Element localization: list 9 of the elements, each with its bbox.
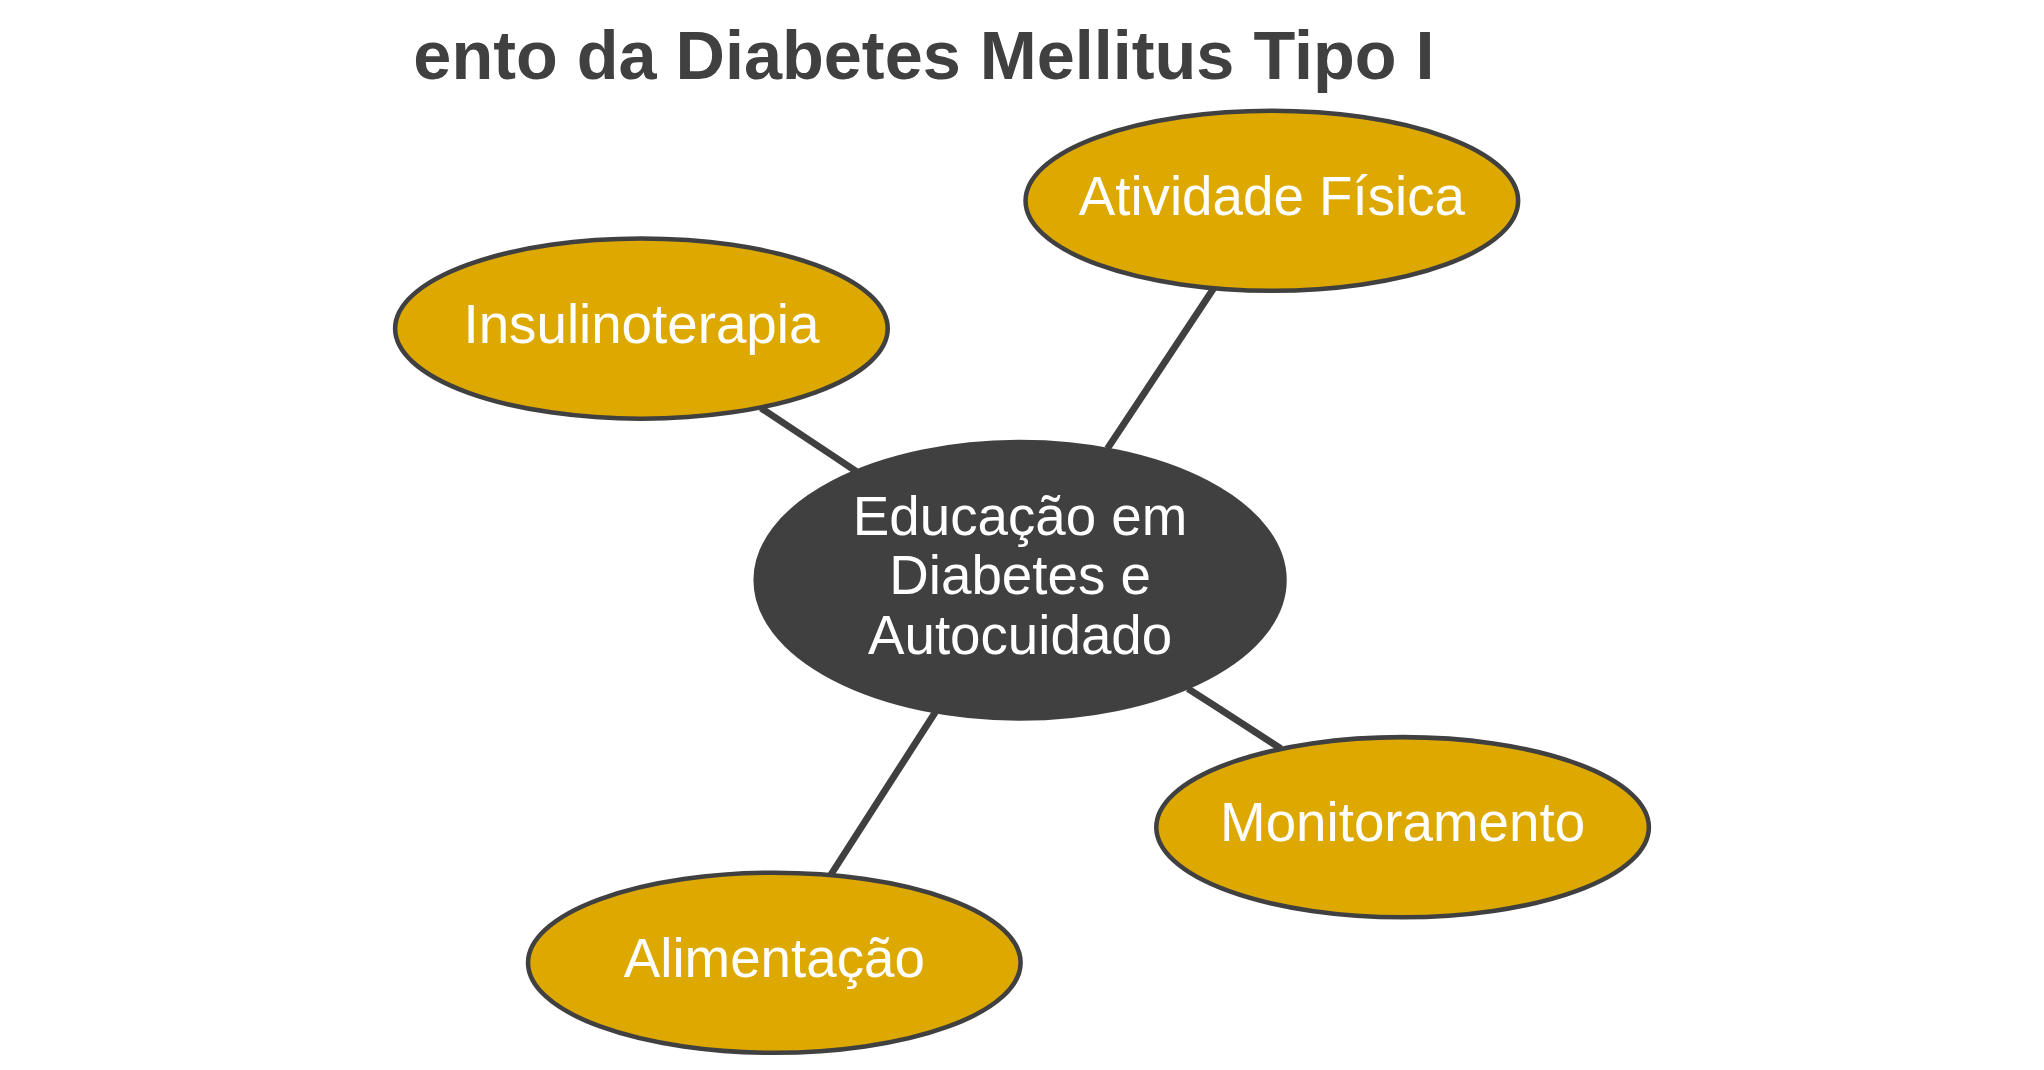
connector: [1186, 685, 1283, 752]
node-ellipse: Monitoramento: [1154, 734, 1652, 920]
node-ellipse: Insulinoterapia: [392, 236, 890, 421]
node-ellipse: Atividade Física: [1023, 108, 1521, 294]
diagram-title: ento da Diabetes Mellitus Tipo I: [413, 16, 1435, 93]
node-ellipse: Educação em Diabetes e Autocuidado: [753, 439, 1287, 721]
connector: [759, 405, 859, 475]
node-ellipse: Alimentação: [525, 870, 1023, 1056]
connector: [827, 710, 939, 877]
